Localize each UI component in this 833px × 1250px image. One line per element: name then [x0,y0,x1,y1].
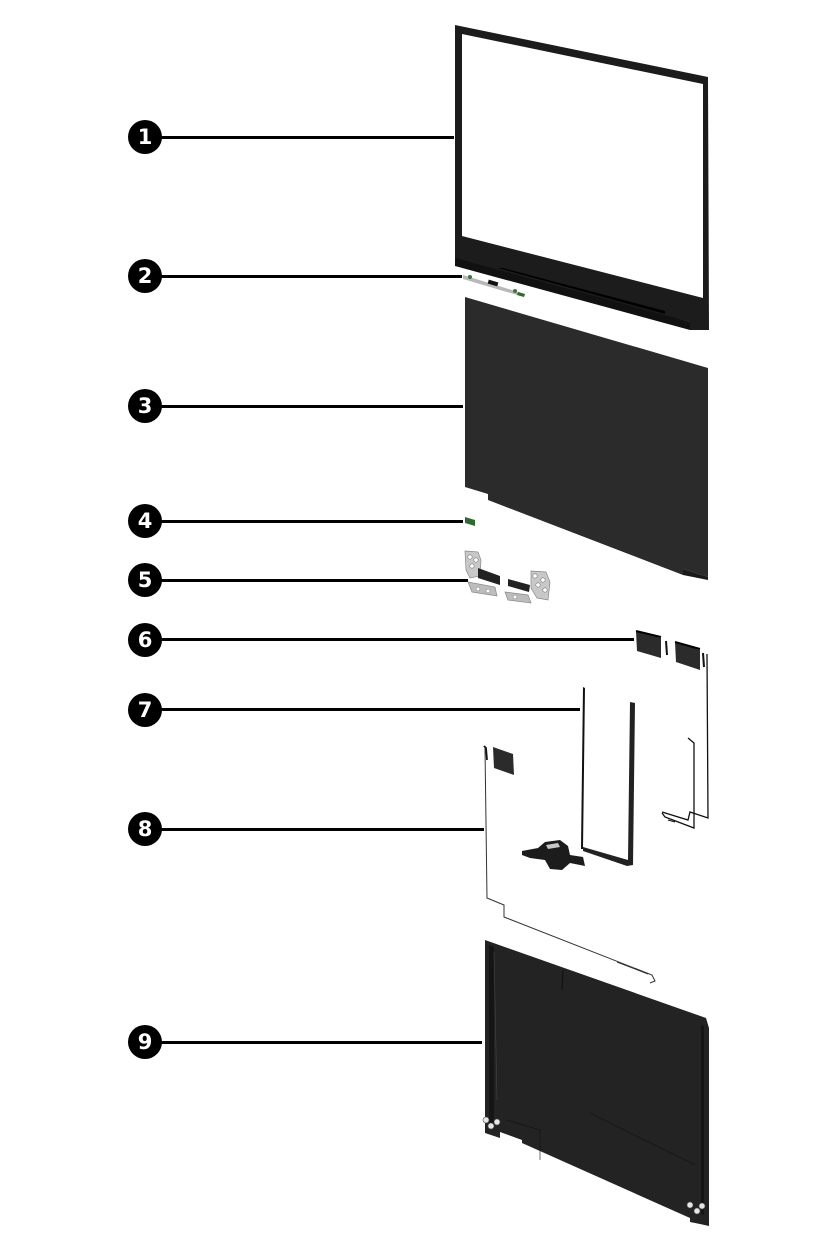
webcam-module [463,275,525,297]
callout-2: 2 [128,259,162,293]
leader-line-6 [160,638,634,641]
callout-1: 1 [128,120,162,154]
leader-line-7 [160,708,580,711]
display-bezel [455,25,709,330]
callout-6: 6 [128,623,162,657]
leader-line-2 [160,275,462,278]
leader-line-9 [160,1041,482,1044]
display-back-cover [482,940,709,1226]
display-panel [465,297,708,580]
display-cable [522,687,635,870]
display-hinges [464,550,551,604]
callout-4: 4 [128,504,162,538]
display-connector-board [465,517,475,526]
leader-line-8 [160,828,484,831]
leader-line-1 [160,136,454,139]
callout-8: 8 [128,812,162,846]
callout-9: 9 [128,1025,162,1059]
leader-line-3 [160,405,463,408]
wlan-antenna-main [635,630,709,829]
leader-line-5 [160,579,468,582]
callout-7: 7 [128,693,162,727]
wlan-antenna-aux [483,745,656,984]
callout-3: 3 [128,389,162,423]
callout-5: 5 [128,563,162,597]
leader-line-4 [160,520,463,523]
